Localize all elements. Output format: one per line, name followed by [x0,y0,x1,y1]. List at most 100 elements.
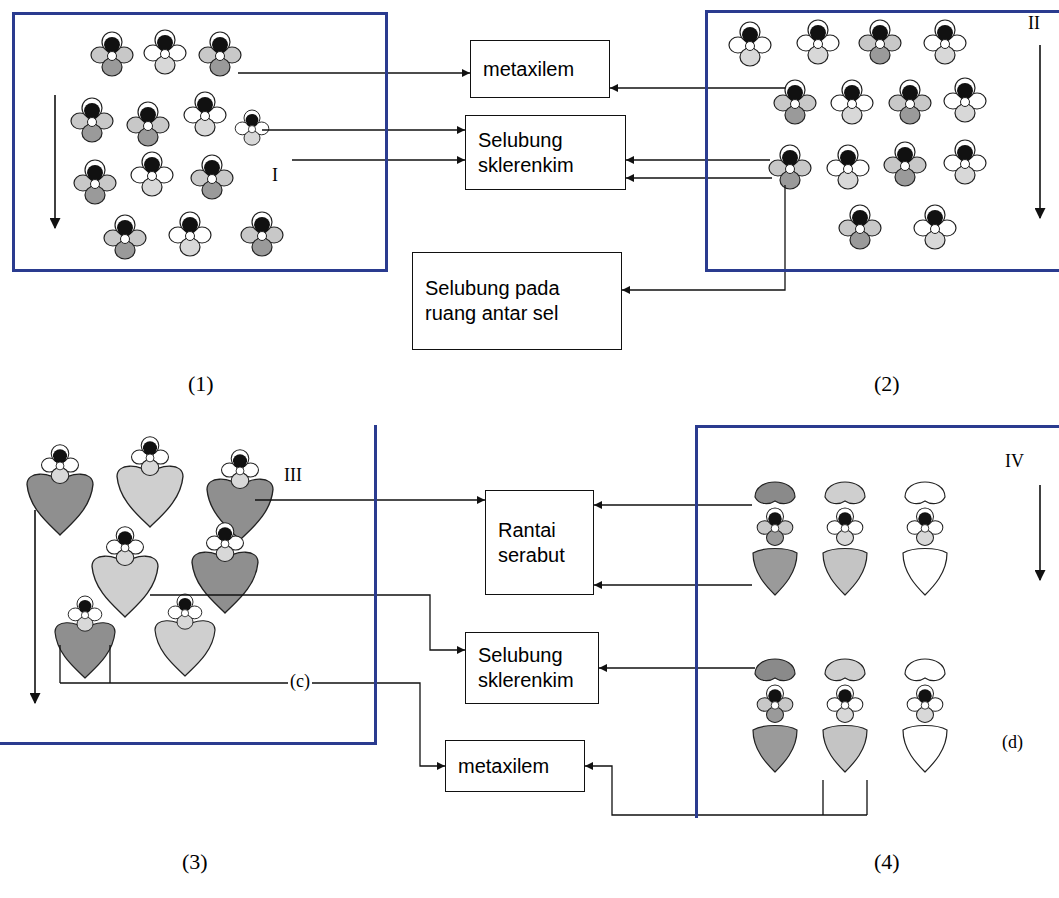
arrow-connector [388,129,465,130]
vascular-bundle [889,80,931,124]
arrow-connector [377,683,445,766]
leader-line [697,667,755,668]
vascular-bundle [831,80,873,124]
label-text: Selubung pada ruang antar sel [425,276,585,326]
vascular-bundle [944,140,986,184]
panel-one-bundles [71,30,283,259]
arrow-connector [594,584,695,585]
label-text: Selubung sklerenkim [478,643,586,693]
vascular-bundle [827,145,869,189]
vascular-bundle [27,445,93,535]
direction-arrow [54,95,56,228]
leader-line [697,504,752,505]
label-text: Rantai serabut [498,518,578,568]
label-text: metaxilem [458,754,549,779]
vascular-bundle [192,523,258,613]
vascular-bundle [823,659,867,772]
direction-arrow [1039,45,1041,218]
arrow-connector [599,667,695,668]
vascular-bundle [131,152,173,196]
arrow-connector [622,272,785,290]
vascular-bundle [753,659,797,772]
bracket [697,780,867,815]
vascular-bundle [753,482,797,595]
letter-label: (c) [288,672,312,692]
direction-arrow [34,510,36,703]
vascular-bundle [774,80,816,124]
vascular-bundle [55,596,115,678]
vascular-bundle [903,482,947,595]
vascular-bundle [241,212,283,256]
arrow-connector [388,72,470,73]
vascular-bundle [169,212,211,256]
vascular-bundle [924,20,966,64]
leader-line [238,72,386,73]
vascular-bundle [155,594,215,676]
vascular-bundle [769,145,811,189]
label-box: Selubung pada ruang antar sel [412,252,622,350]
arrow-connector [610,87,705,88]
panel-three-bundles [27,437,273,678]
leader-line [784,185,785,270]
arrow-connector [377,595,465,650]
label-box: Selubung sklerenkim [465,115,626,190]
letter-label: (d) [1000,733,1025,753]
arrow-connector [388,159,465,160]
vascular-bundle [104,215,146,259]
arrow-connector [626,177,705,178]
vascular-bundle [199,32,241,76]
vascular-bundle [191,155,233,199]
label-box: Selubung sklerenkim [465,632,599,704]
leader-line [292,159,386,160]
leader-line [707,177,772,178]
vascular-bundle [91,32,133,76]
vascular-bundle [903,659,947,772]
vascular-bundle [859,20,901,64]
vascular-bundle [92,527,158,617]
figure-caption: (3) [180,850,210,874]
arrow-connector [377,499,485,500]
panel-two-bundles [729,20,986,249]
figure-panel: II(2) [705,10,1059,272]
figure-caption: (2) [872,372,902,396]
leader-line [150,594,375,595]
vascular-bundle [117,437,183,527]
vascular-bundle [944,78,986,122]
label-text: Selubung sklerenkim [478,128,613,178]
label-box: Rantai serabut [485,490,594,595]
roman-numeral: II [1026,14,1042,34]
vascular-bundle [184,92,226,136]
roman-numeral: III [282,466,304,486]
vascular-bundle [839,205,881,249]
vascular-bundle [71,98,113,142]
figure-caption: (4) [872,850,902,874]
direction-arrow [1039,485,1041,580]
vascular-bundle [884,142,926,186]
figure-panel: IV(d)(4) [695,425,1059,818]
arrow-connector [594,504,695,505]
figure-panel: III(c)(3) [0,425,377,745]
label-box: metaxilem [445,740,585,792]
figure-panel: I(1) [12,12,388,272]
arrow-connector [585,766,695,815]
leader-line [697,584,752,585]
label-box: metaxilem [470,40,610,98]
leader-line [255,499,375,500]
vascular-bundle [74,160,116,204]
figure-caption: (1) [186,372,216,396]
direction-arrows [35,45,1040,703]
vascular-bundle [127,102,169,146]
panel-four-bundles [753,482,947,772]
roman-numeral: I [270,166,280,186]
vascular-bundle [823,482,867,595]
leader-line [707,159,770,160]
leader-line [707,87,785,88]
vascular-bundle [144,30,186,74]
vascular-bundle [797,20,839,64]
bracket [60,645,375,683]
arrow-connector [626,159,705,160]
vascular-bundle [235,110,269,145]
vascular-bundle [207,450,273,540]
leader-lines [60,73,867,815]
leader-line [262,129,386,130]
